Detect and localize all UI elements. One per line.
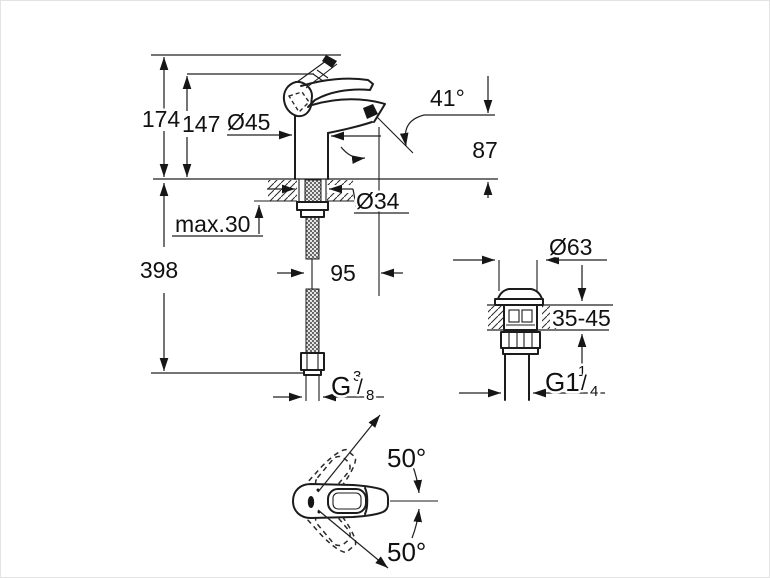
supply-hose-lower [305,288,320,354]
swivel-line-up [317,414,381,493]
pop-up-waste-view: Ø63 35-45 G1 1 / 4 [453,232,616,403]
svg-text:/: / [581,372,587,395]
mounting-washer [296,201,329,211]
dimension-label-d34: Ø34 [356,188,400,214]
dimension-label-50deg-down: 50° [387,537,426,567]
handle-pivot-mark [307,496,315,508]
dimension-label-g38: G 3 / 8 [329,366,377,407]
svg-text:8: 8 [366,387,374,404]
svg-text:1: 1 [578,363,586,380]
svg-text:G: G [331,371,351,401]
waste-deck-hatch-left [488,306,503,329]
handle-knob [282,80,313,118]
spout-underside [327,121,373,134]
dimension-label-147: 147 [182,111,220,137]
dimension-label-398: 398 [140,257,178,283]
handle-grip-outer [327,488,367,514]
hose-fitting [300,352,325,371]
dimension-label-174: 174 [142,106,181,132]
swivel-line-down [317,509,389,569]
svg-text:G1: G1 [545,367,580,397]
spout-top [311,98,386,123]
dimension-label-95: 95 [330,260,356,286]
mounting-nut [300,209,325,218]
handle-lever [300,77,374,108]
aerator [363,104,378,119]
dimension-label-87: 87 [472,137,498,163]
waste-nut [500,331,541,349]
faucet-side-view: 174 147 Ø45 41° 87 max.30 Ø34 398 95 [137,54,500,407]
handle-raised-phantom [296,55,338,89]
flow-angle-line [376,116,414,154]
swivel-arc-up [411,463,423,494]
svg-text:/: / [357,376,363,399]
dimension-label-50deg-up: 50° [387,443,426,473]
waste-cap-dome [497,288,543,300]
dimension-label-g114: G1 1 / 4 [543,361,601,403]
svg-text:3: 3 [353,368,361,385]
handle-swivel-top-view: 50° 50° [292,414,438,570]
dimension-label-d63: Ø63 [549,234,592,260]
dimension-label-d45: Ø45 [227,109,270,135]
handle-grip-inner [332,492,362,510]
dimension-label-35-45: 35-45 [552,305,611,331]
flow-arrow [340,146,366,164]
svg-text:4: 4 [590,383,598,400]
deck-hatch-left [268,180,297,201]
dimension-label-41deg: 41° [430,85,465,111]
swivel-arc-down [411,508,423,539]
dimension-label-max30: max.30 [175,211,250,237]
threaded-shank [304,179,322,204]
supply-hose-upper [305,216,320,260]
angle-leader [399,114,425,147]
